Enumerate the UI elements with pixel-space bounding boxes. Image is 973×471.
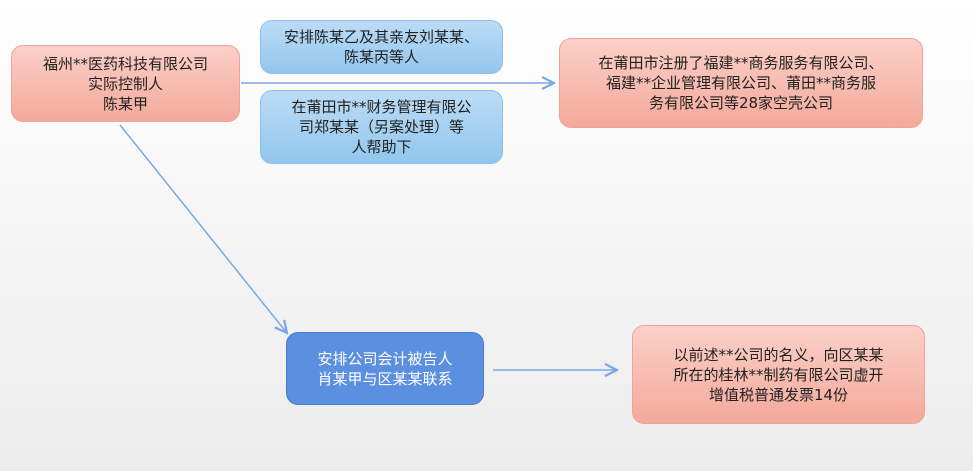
- node-text-line: 人帮助下: [351, 138, 412, 156]
- node-text-line: 陈某甲: [102, 94, 148, 113]
- node-text-line: 在莆田市注册了福建**商务服务有限公司、: [598, 54, 884, 72]
- node-helpers-1: 安排陈某乙及其亲友刘某某、 陈某丙等人: [260, 20, 503, 74]
- node-text-line: 陈某丙等人: [343, 48, 419, 66]
- node-text-line: 司郑某某（另案处理）等: [298, 118, 464, 136]
- node-text-line: 在莆田市**财务管理有限公: [291, 98, 472, 116]
- node-accountant: 安排公司会计被告人 肖某甲与区某某联系: [286, 332, 484, 405]
- arrow-controller-to-accountant: [119, 124, 287, 333]
- node-invoices: 以前述**公司的名义，向区某某 所在的桂林**制药有限公司虚开 增值税普通发票1…: [632, 325, 925, 424]
- node-text-line: 实际控制人: [87, 74, 163, 93]
- node-text-line: 以前述**公司的名义，向区某某: [673, 345, 884, 364]
- node-text-line: 所在的桂林**制药有限公司虚开: [673, 365, 884, 384]
- node-text-line: 增值税普通发票14份: [708, 385, 849, 404]
- node-text-line: 安排公司会计被告人: [317, 349, 453, 368]
- node-text-line: 福州**医药科技有限公司: [42, 54, 208, 73]
- node-helpers-2: 在莆田市**财务管理有限公 司郑某某（另案处理）等 人帮助下: [260, 90, 503, 164]
- node-controller: 福州**医药科技有限公司 实际控制人 陈某甲: [11, 45, 240, 122]
- node-text-line: 务有限公司等28家空壳公司: [648, 94, 834, 112]
- node-shell-companies: 在莆田市注册了福建**商务服务有限公司、 福建**企业管理有限公司、莆田**商务…: [559, 38, 923, 128]
- node-text-line: 福建**企业管理有限公司、莆田**商务服: [605, 74, 876, 92]
- node-text-line: 安排陈某乙及其亲友刘某某、: [283, 28, 479, 46]
- node-text-line: 肖某甲与区某某联系: [317, 369, 453, 388]
